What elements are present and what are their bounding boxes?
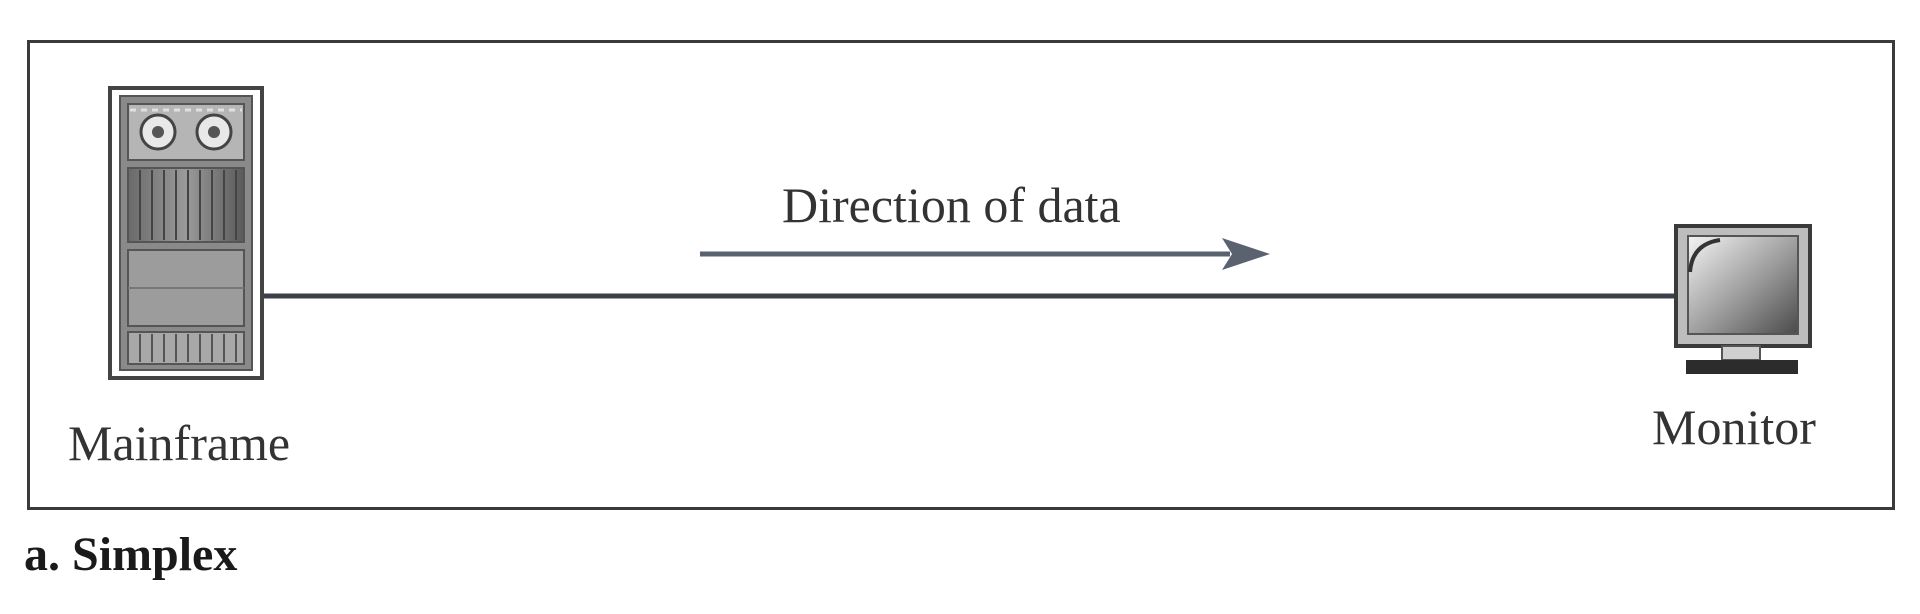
direction-of-data-label: Direction of data — [782, 177, 1121, 233]
mainframe-label: Mainframe — [68, 415, 291, 471]
mainframe-icon — [108, 86, 264, 380]
figure-caption: a. Simplex — [24, 528, 238, 581]
monitor-label: Monitor — [1652, 399, 1816, 455]
direction-arrow — [700, 238, 1270, 270]
monitor-icon — [1674, 224, 1812, 374]
diagram-frame — [27, 40, 1895, 510]
